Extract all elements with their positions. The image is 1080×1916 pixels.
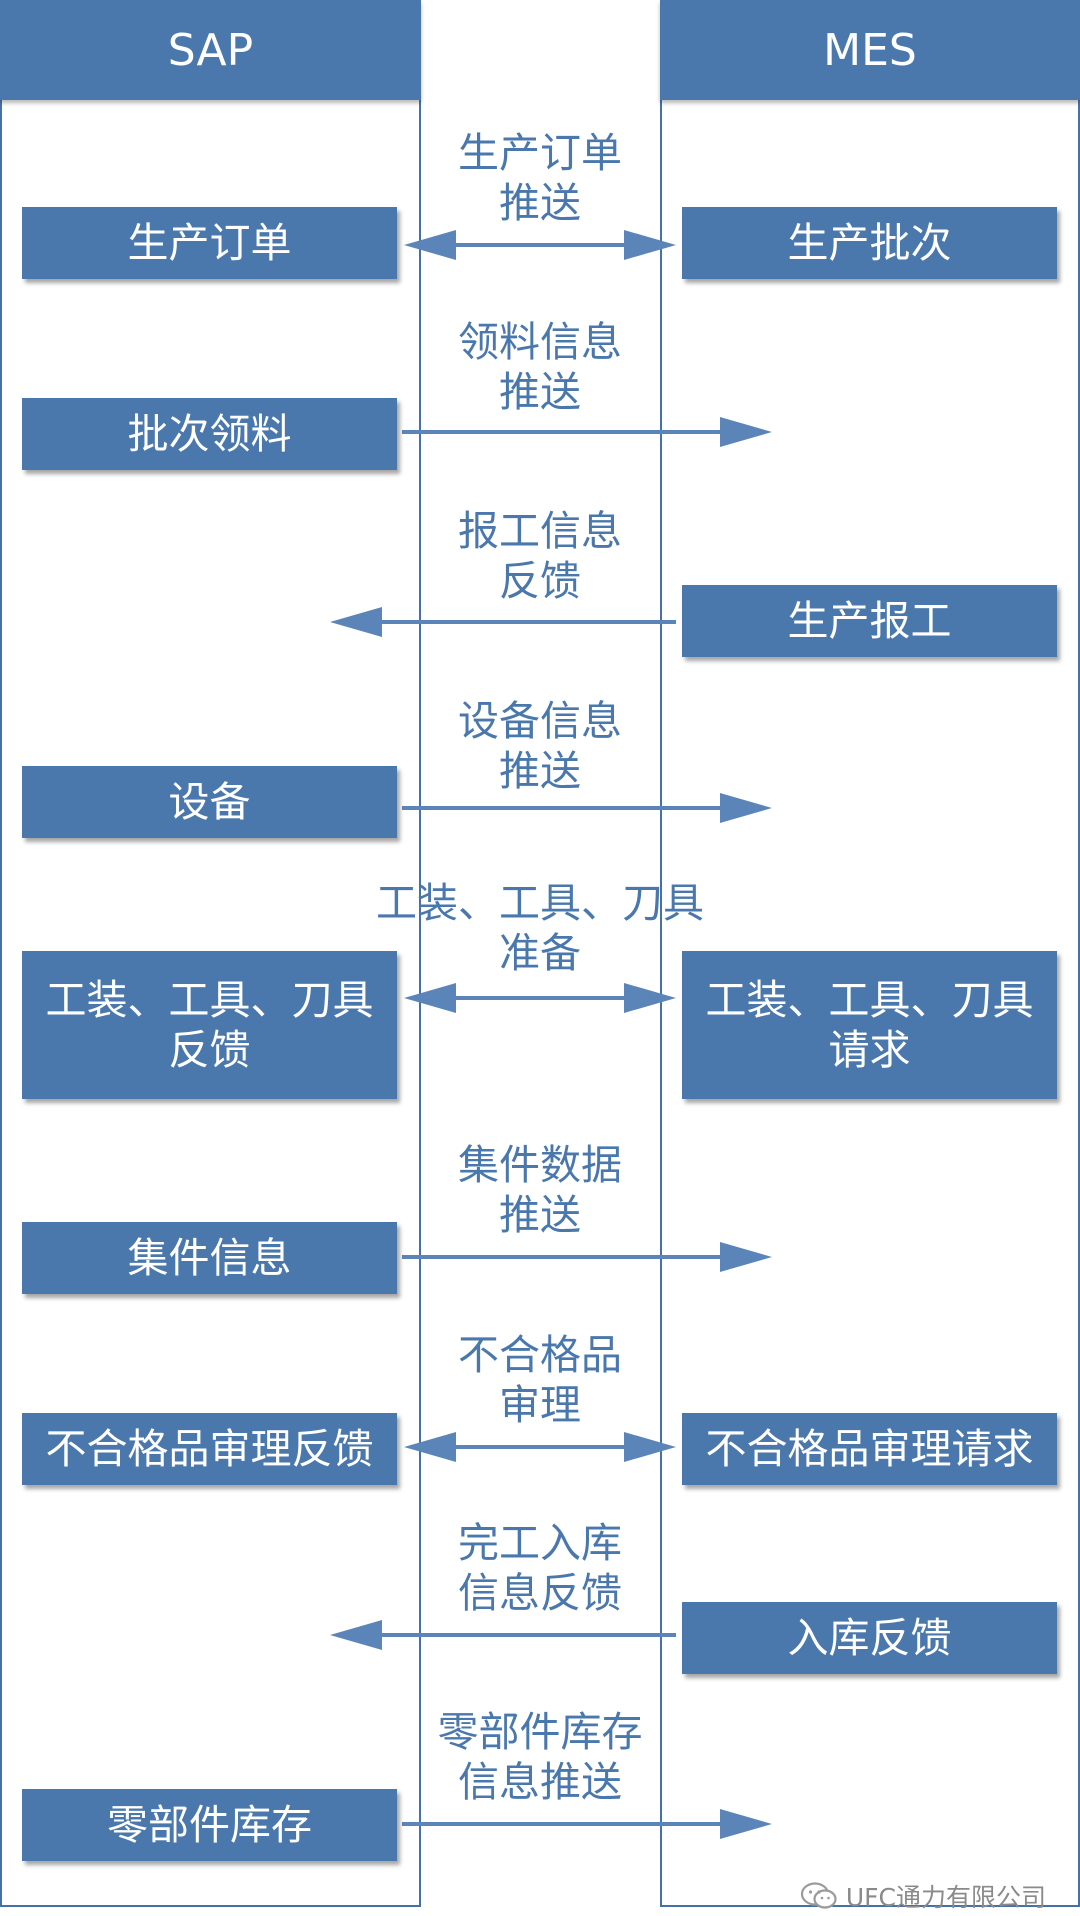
mes-box-production-report: 生产报工 [682,585,1057,657]
message-label: 零部件库存信息推送 [437,1708,643,1806]
sap-box-parts-inventory: 零部件库存 [22,1789,397,1861]
arrow-head-left [330,1620,382,1650]
mes-box-warehouse-feedback: 入库反馈 [682,1602,1057,1674]
sap-box-nonconforming-feedback: 不合格品审理反馈 [22,1413,397,1485]
watermark: UFC通力有限公司 [800,1876,1046,1916]
message-label: 不合格品审理 [458,1331,622,1429]
sap-box-kitting-info: 集件信息 [22,1222,397,1294]
wechat-icon [800,1882,837,1909]
sap-box-production-order: 生产订单 [22,207,397,279]
arrow-head-right [720,1809,772,1839]
sap-lane-header: SAP [0,0,421,100]
message-label: 集件数据推送 [458,1141,622,1239]
watermark-text: UFC通力有限公司 [845,1883,1046,1912]
arrow-head-left [404,230,456,260]
message-label: 设备信息推送 [458,697,622,795]
message-label: 完工入库信息反馈 [458,1519,622,1617]
mes-box-tooling-request: 工装、工具、刀具请求 [682,951,1057,1099]
message-label: 报工信息反馈 [458,507,622,605]
arrow-head-right [624,230,676,260]
arrow-head-right [624,983,676,1013]
arrow-head-right [624,1432,676,1462]
message-label: 生产订单推送 [458,129,622,227]
mes-lane-header: MES [660,0,1080,100]
message-label: 工装、工具、刀具准备 [376,879,704,977]
arrow-head-left [330,607,382,637]
arrow-head-left [404,1432,456,1462]
sap-box-equipment: 设备 [22,766,397,838]
arrow-head-left [404,983,456,1013]
mes-box-nonconforming-request: 不合格品审理请求 [682,1413,1057,1485]
mes-box-production-batch: 生产批次 [682,207,1057,279]
arrow-head-right [720,793,772,823]
arrow-head-right [720,1242,772,1272]
arrow-head-right [720,417,772,447]
message-label: 领料信息推送 [458,318,622,416]
sap-box-tooling-feedback: 工装、工具、刀具反馈 [22,951,397,1099]
sap-box-batch-picking: 批次领料 [22,398,397,470]
